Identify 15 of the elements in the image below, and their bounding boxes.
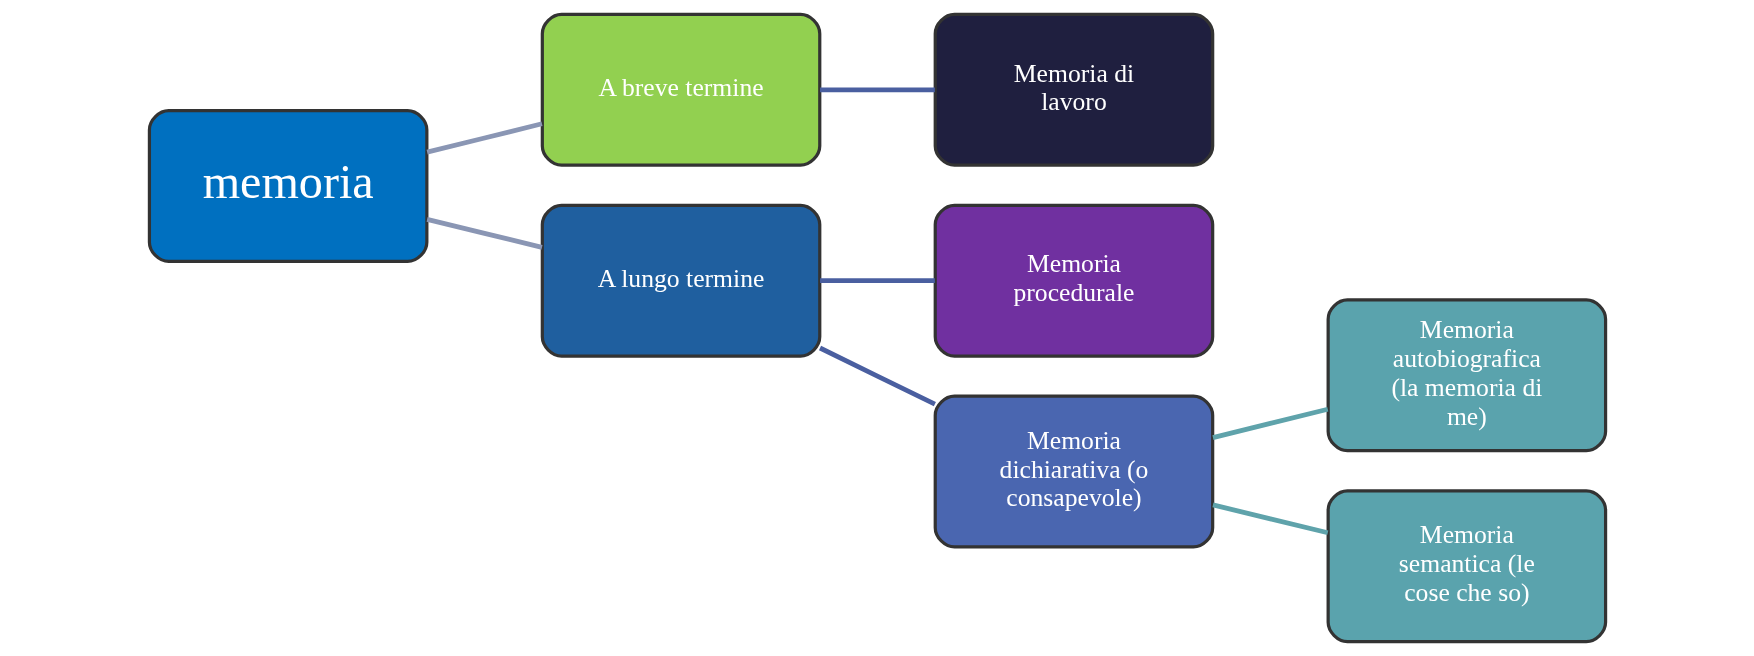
connector: [819, 87, 935, 93]
node-box: Memoria procedurale: [933, 203, 1214, 358]
connector: [819, 278, 935, 284]
connector: [426, 217, 543, 250]
connector: [1211, 406, 1328, 440]
connector: [818, 345, 936, 407]
node-box: Memoria autobiografica (la memoria di me): [1326, 298, 1607, 453]
node-box: A lungo termine: [540, 203, 821, 358]
node-box: Memoria di lavoro: [933, 12, 1214, 167]
connector: [426, 121, 543, 155]
node-box: Memoria dichiarativa (o consapevole): [933, 394, 1214, 549]
node-box: memoria: [147, 109, 428, 264]
connector: [1211, 502, 1328, 536]
node-box: Memoria semantica (le cose che so): [1326, 489, 1607, 644]
node-box: A breve termine: [540, 12, 821, 167]
